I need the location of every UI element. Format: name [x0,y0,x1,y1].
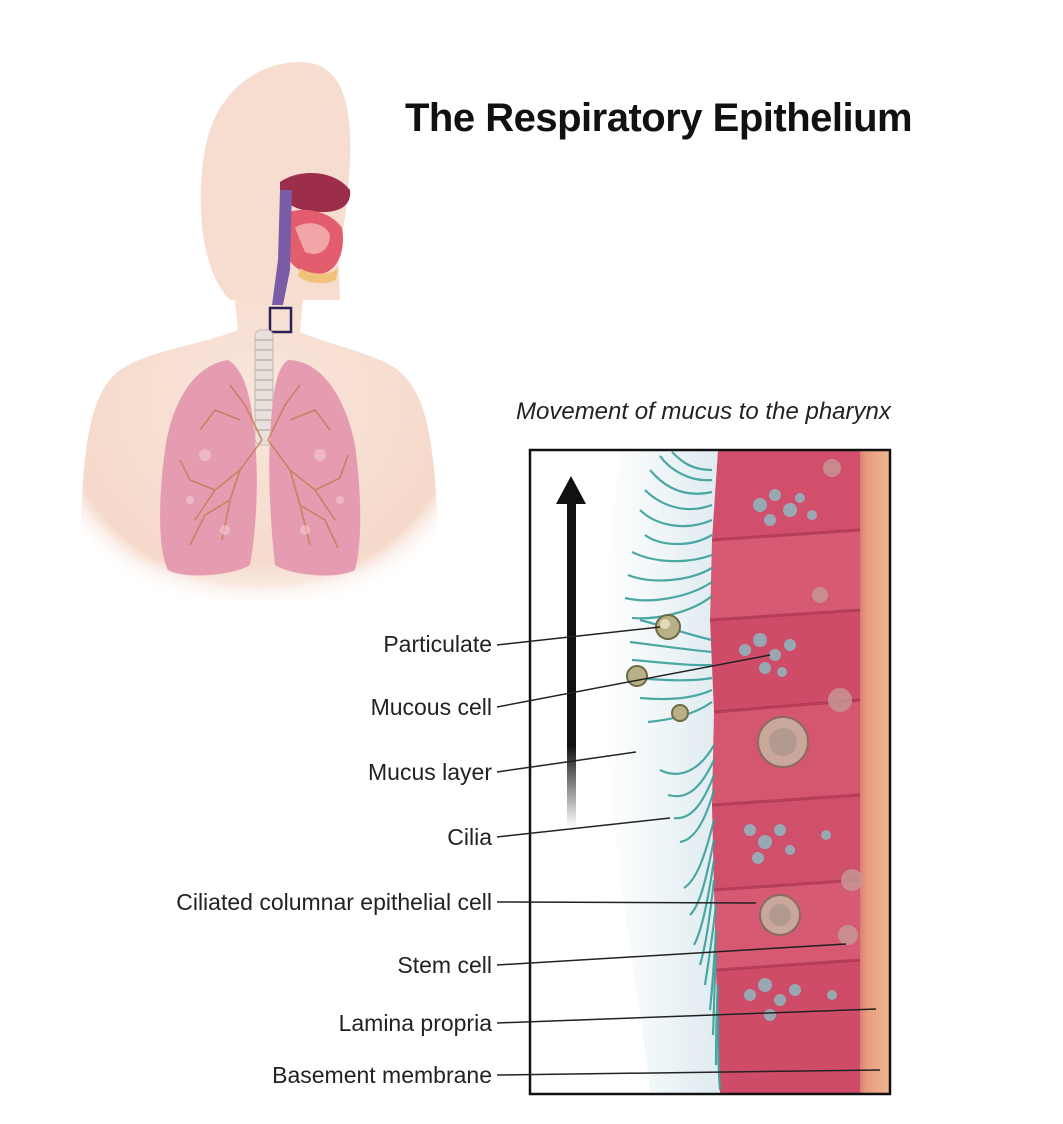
figure-title: The Respiratory Epithelium [405,96,913,140]
leader-basement-membrane [496,1069,881,1076]
label-particulate: Particulate [383,631,492,657]
leader-particulate [496,626,661,646]
mucous-granules [739,489,837,1021]
leader-lines [496,626,881,1076]
left-lung [160,360,257,576]
label-lamina-propria: Lamina propria [338,1010,492,1036]
cross-section-frame [528,448,892,1096]
leader-mucous-cell [496,654,771,708]
leader-cilia [496,817,671,838]
nuclei [757,459,863,945]
label-basement-membrane: Basement membrane [272,1062,492,1088]
epithelium-cross-section [530,450,890,1094]
torso-illustration [60,62,480,620]
magnified-region-box [268,306,293,334]
label-ciliated-columnar-epithelial-cell: Ciliated columnar epithelial cell [176,889,492,915]
leader-ciliated-cell [496,901,757,904]
label-mucus-layer: Mucus layer [368,759,492,785]
cilia [624,451,722,1091]
label-cilia: Cilia [447,824,492,850]
mucus-flow-arrow [556,476,586,827]
nasal-cavity [280,172,351,213]
label-stem-cell: Stem cell [397,952,492,978]
leader-lamina-propria [496,1008,877,1024]
label-mucous-cell: Mucous cell [370,694,492,720]
trachea [254,329,274,446]
pharynx [272,190,292,305]
right-lung [269,360,361,576]
leader-mucus-layer [496,751,637,773]
flow-caption: Movement of mucus to the pharynx [516,398,891,425]
leader-stem-cell [496,943,847,966]
